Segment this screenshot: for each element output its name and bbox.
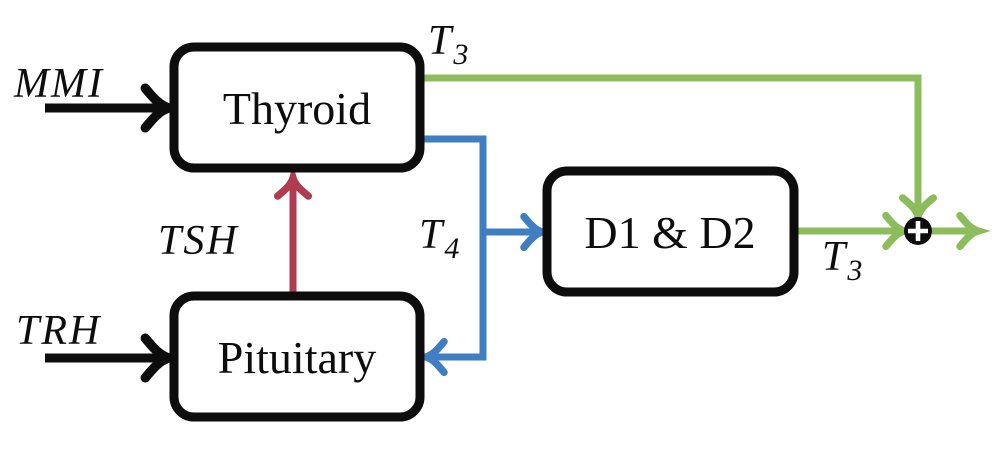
t3-direct-to-sum-path [418,74,938,229]
thyroid-node [169,42,425,173]
d1d2-label: D1 & D2 [584,207,755,258]
t4-to-pituitary-path [413,135,487,377]
sum-junction-icon [904,217,932,245]
t3-output-label: T3 [822,234,864,287]
pituitary-label: Pituitary [218,332,376,383]
trh-label: TRH [16,308,102,354]
tsh-label: TSH [158,218,239,264]
thyroid-label: Thyroid [223,83,371,134]
t4-label: T4 [419,212,461,265]
mmi-label: MMI [13,61,104,107]
t3-top-label: T3 [428,18,470,71]
pituitary-node [169,291,425,422]
d1d2-node [542,166,799,297]
